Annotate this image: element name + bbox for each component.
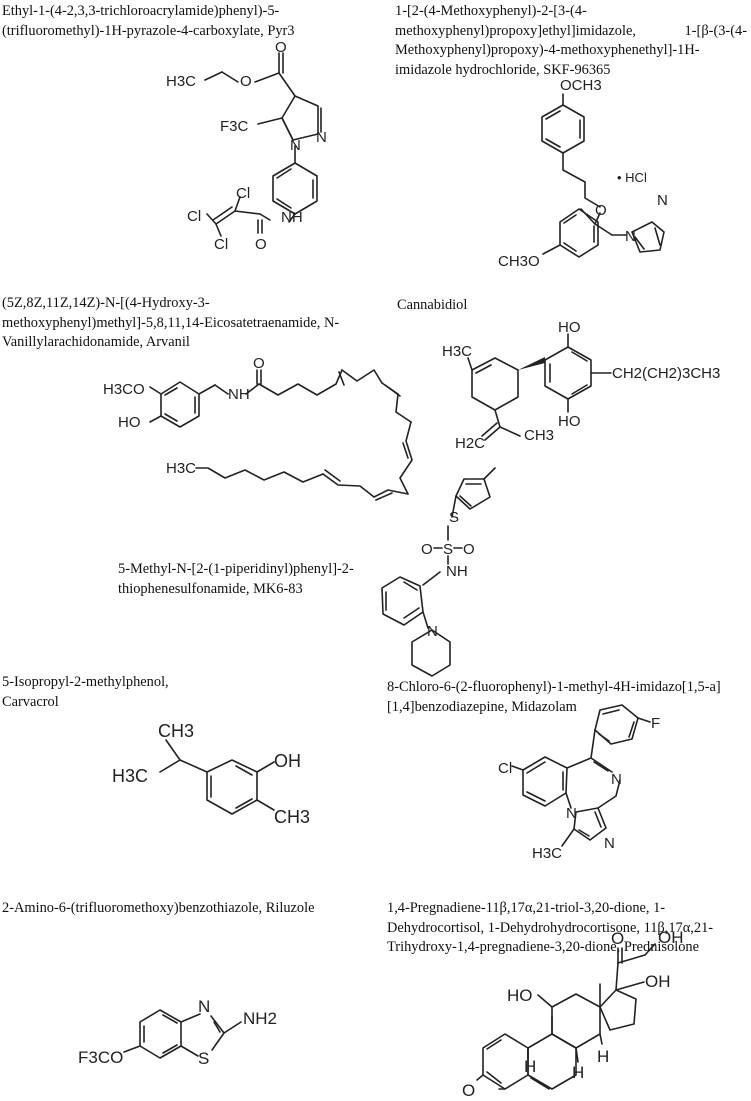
atom-n: N: [611, 771, 622, 788]
atom-o: O: [463, 541, 475, 558]
atom-n: N: [625, 228, 636, 245]
atom-n: N: [427, 623, 438, 640]
atom-o: O: [255, 236, 267, 253]
atom-n: N: [316, 129, 327, 146]
atom-oh: OH: [658, 928, 684, 947]
atom-f3co: F3CO: [78, 1048, 123, 1067]
atom-nh2: NH2: [243, 1009, 277, 1028]
atom-h2c: H2C: [455, 435, 485, 452]
hcl-label: • HCl: [617, 170, 647, 185]
atom-h3c: H3C: [112, 766, 148, 786]
atom-h3c: H3C: [166, 460, 196, 477]
atom-h3c: H3C: [166, 73, 196, 90]
atom-n: N: [604, 835, 615, 852]
atom-ho: HO: [558, 413, 581, 430]
atom-ch3: CH3: [274, 807, 310, 827]
atom-och3: OCH3: [560, 77, 602, 94]
atom-o: O: [421, 541, 433, 558]
atom-cl: Cl: [214, 236, 228, 253]
compound-name-midazolam: 8-Chloro-6-(2-fluorophenyl)-1-methyl-4H-…: [387, 679, 721, 715]
atom-ho: HO: [507, 986, 533, 1005]
atom-ho: HO: [118, 414, 141, 431]
atom-s: S: [198, 1049, 209, 1068]
atom-f: F: [651, 715, 660, 732]
compound-name-mk683: 5-Methyl-N-[2-(1-piperidinyl)phenyl]-2-t…: [118, 561, 354, 597]
atom-o: O: [595, 202, 607, 219]
compound-name-prednisolone: 1,4-Pregnadiene-11β,17α,21-triol-3,20-di…: [387, 900, 714, 955]
compound-name-arvanil: (5Z,8Z,11Z,14Z)-N-[(4-Hydroxy-3-methoxyp…: [2, 295, 340, 350]
atom-s: S: [449, 509, 459, 526]
atom-o: O: [611, 929, 624, 948]
atom-ch3o: CH3O: [498, 253, 540, 270]
atom-ch3: CH3: [524, 427, 554, 444]
atom-h3co: H3CO: [103, 381, 145, 398]
atom-oh: OH: [645, 972, 671, 991]
atom-ho: HO: [558, 319, 581, 336]
compound-name-carvacrol: 5-Isopropyl-2-methylphenol, Carvacrol: [2, 674, 169, 710]
atom-n: N: [290, 137, 301, 154]
atom-nh: NH: [446, 563, 468, 580]
atom-h: H: [572, 1063, 584, 1082]
atom-o: O: [275, 39, 287, 56]
atom-cl: Cl: [187, 208, 201, 225]
atom-oh: OH: [274, 751, 301, 771]
atom-h: H: [524, 1057, 536, 1076]
atom-s: S: [443, 541, 453, 558]
atom-cl: Cl: [498, 760, 512, 777]
compound-name-cannabidiol: Cannabidiol: [397, 297, 468, 313]
atom-n: N: [657, 192, 668, 209]
atom-o: O: [253, 355, 265, 372]
atom-n: N: [566, 805, 577, 822]
atom-nh: NH: [281, 209, 303, 226]
compound-name-skf96365: 1-[2-(4-Methoxyphenyl)-2-[3-(4-methoxyph…: [395, 3, 747, 78]
atom-ch3: CH3: [158, 721, 194, 741]
atom-h3c: H3C: [532, 845, 562, 862]
atom-cl: Cl: [236, 185, 250, 202]
compound-name-riluzole: 2-Amino-6-(trifluoromethoxy)benzothiazol…: [2, 900, 315, 916]
atom-h3c: H3C: [442, 343, 472, 360]
atom-h: H: [597, 1047, 609, 1066]
atom-o: O: [462, 1081, 475, 1100]
atom-f3c: F3C: [220, 118, 249, 135]
compound-name-pyr3: Ethyl-1-(4-2,3,3-trichloroacrylamide)phe…: [2, 3, 295, 39]
atom-o: O: [240, 73, 252, 90]
atom-nh: NH: [228, 386, 250, 403]
atom-chain: CH2(CH2)3CH3: [612, 365, 720, 382]
atom-n: N: [198, 997, 210, 1016]
